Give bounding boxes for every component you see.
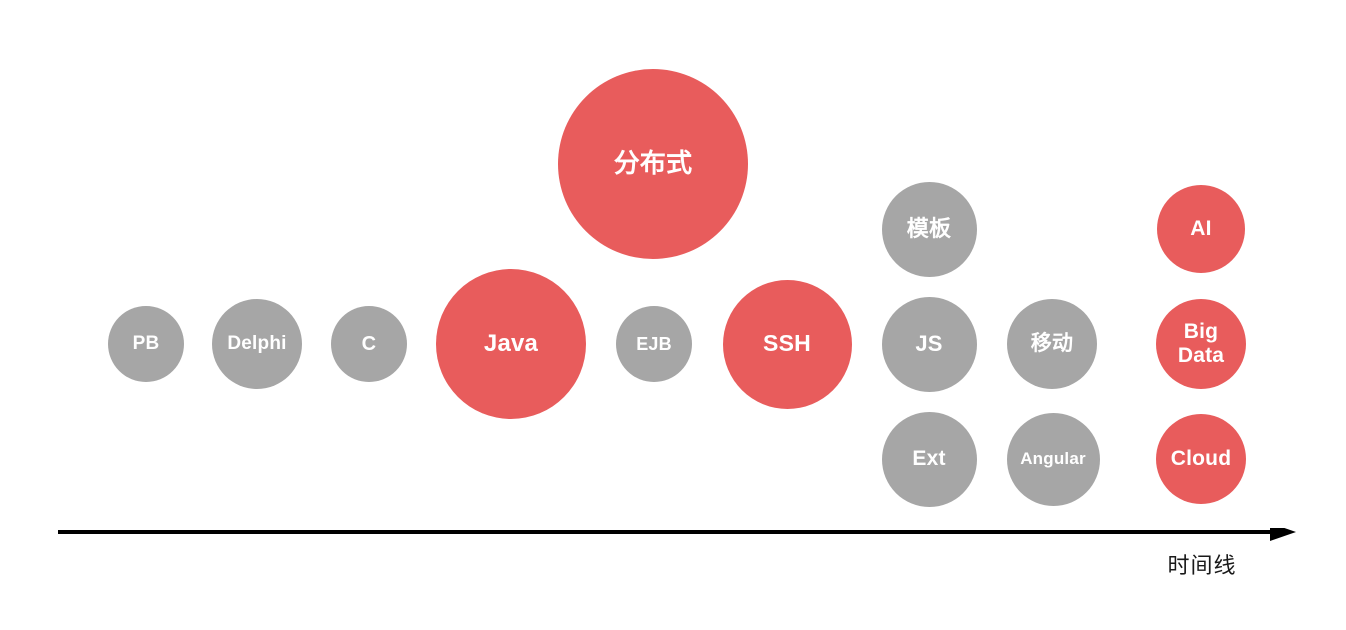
bubble-mobile[interactable]: 移动 bbox=[1007, 299, 1097, 389]
bubble-label-angular: Angular bbox=[1020, 449, 1086, 469]
bubble-bigdata[interactable]: Big Data bbox=[1156, 299, 1246, 389]
bubble-distributed[interactable]: 分布式 bbox=[558, 69, 748, 259]
bubble-ssh[interactable]: SSH bbox=[722, 279, 852, 409]
bubble-label-distributed: 分布式 bbox=[613, 148, 693, 179]
timeline-axis bbox=[58, 528, 1296, 541]
bubble-c[interactable]: C bbox=[331, 306, 407, 382]
bubble-template[interactable]: 模板 bbox=[881, 181, 977, 277]
bubble-pb[interactable]: PB bbox=[108, 306, 184, 382]
bubble-label-ai: AI bbox=[1190, 217, 1212, 241]
bubble-label-c: C bbox=[361, 332, 377, 355]
bubble-ai[interactable]: AI bbox=[1157, 185, 1245, 273]
bubble-label-pb: PB bbox=[132, 333, 160, 355]
bubble-cloud[interactable]: Cloud bbox=[1156, 414, 1246, 504]
bubble-label-delphi: Delphi bbox=[227, 333, 287, 355]
bubble-label-mobile: 移动 bbox=[1030, 332, 1074, 356]
bubble-label-ext: Ext bbox=[912, 447, 946, 471]
bubble-label-java: Java bbox=[483, 329, 539, 357]
timeline-caption: 时间线 bbox=[1167, 553, 1237, 578]
bubble-label-bigdata: Big Data bbox=[1177, 320, 1225, 367]
bubble-ejb[interactable]: EJB bbox=[616, 306, 692, 382]
bubble-ext[interactable]: Ext bbox=[881, 411, 977, 507]
bubble-angular[interactable]: Angular bbox=[1006, 412, 1100, 506]
bubble-label-template: 模板 bbox=[906, 215, 952, 241]
bubble-delphi[interactable]: Delphi bbox=[212, 299, 302, 389]
bubble-label-js: JS bbox=[915, 330, 943, 356]
bubble-label-cloud: Cloud bbox=[1170, 447, 1232, 471]
bubble-label-ssh: SSH bbox=[763, 330, 811, 357]
bubble-java[interactable]: Java bbox=[436, 269, 586, 419]
bubble-label-ejb: EJB bbox=[636, 333, 672, 354]
bubble-js[interactable]: JS bbox=[881, 296, 977, 392]
